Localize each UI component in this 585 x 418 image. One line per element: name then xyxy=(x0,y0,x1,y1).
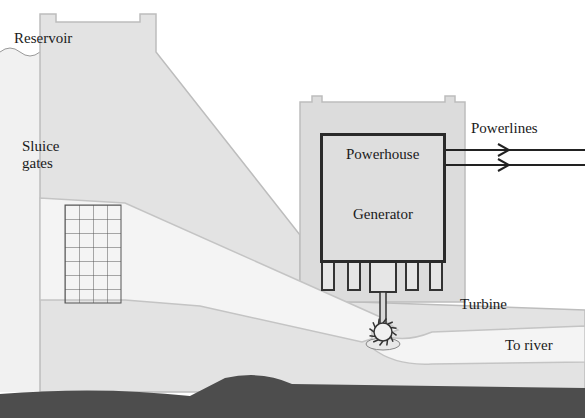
outlet-channel xyxy=(372,326,585,364)
powerhouse-box: PowerhouseGenerator xyxy=(320,133,446,263)
turbine-shaft xyxy=(380,292,386,326)
sluice-gates-grid xyxy=(65,205,121,303)
dam-body xyxy=(40,14,585,392)
powerhouse-shell xyxy=(300,96,465,302)
sluice-gates-label: Sluice gates xyxy=(22,138,82,173)
reservoir-label: Reservoir xyxy=(14,30,72,47)
turbine-label: Turbine xyxy=(460,296,507,313)
ground xyxy=(0,375,585,418)
to-river-label: To river xyxy=(505,337,553,354)
reservoir-water xyxy=(0,48,40,392)
generator-label: Generator xyxy=(353,206,413,223)
water-surface xyxy=(0,48,40,56)
powerlines-label: Powerlines xyxy=(471,120,538,137)
powerhouse-label: Powerhouse xyxy=(346,146,419,163)
generator-pillars xyxy=(322,262,442,292)
turbine-runner xyxy=(369,318,396,345)
powerlines xyxy=(445,144,585,171)
